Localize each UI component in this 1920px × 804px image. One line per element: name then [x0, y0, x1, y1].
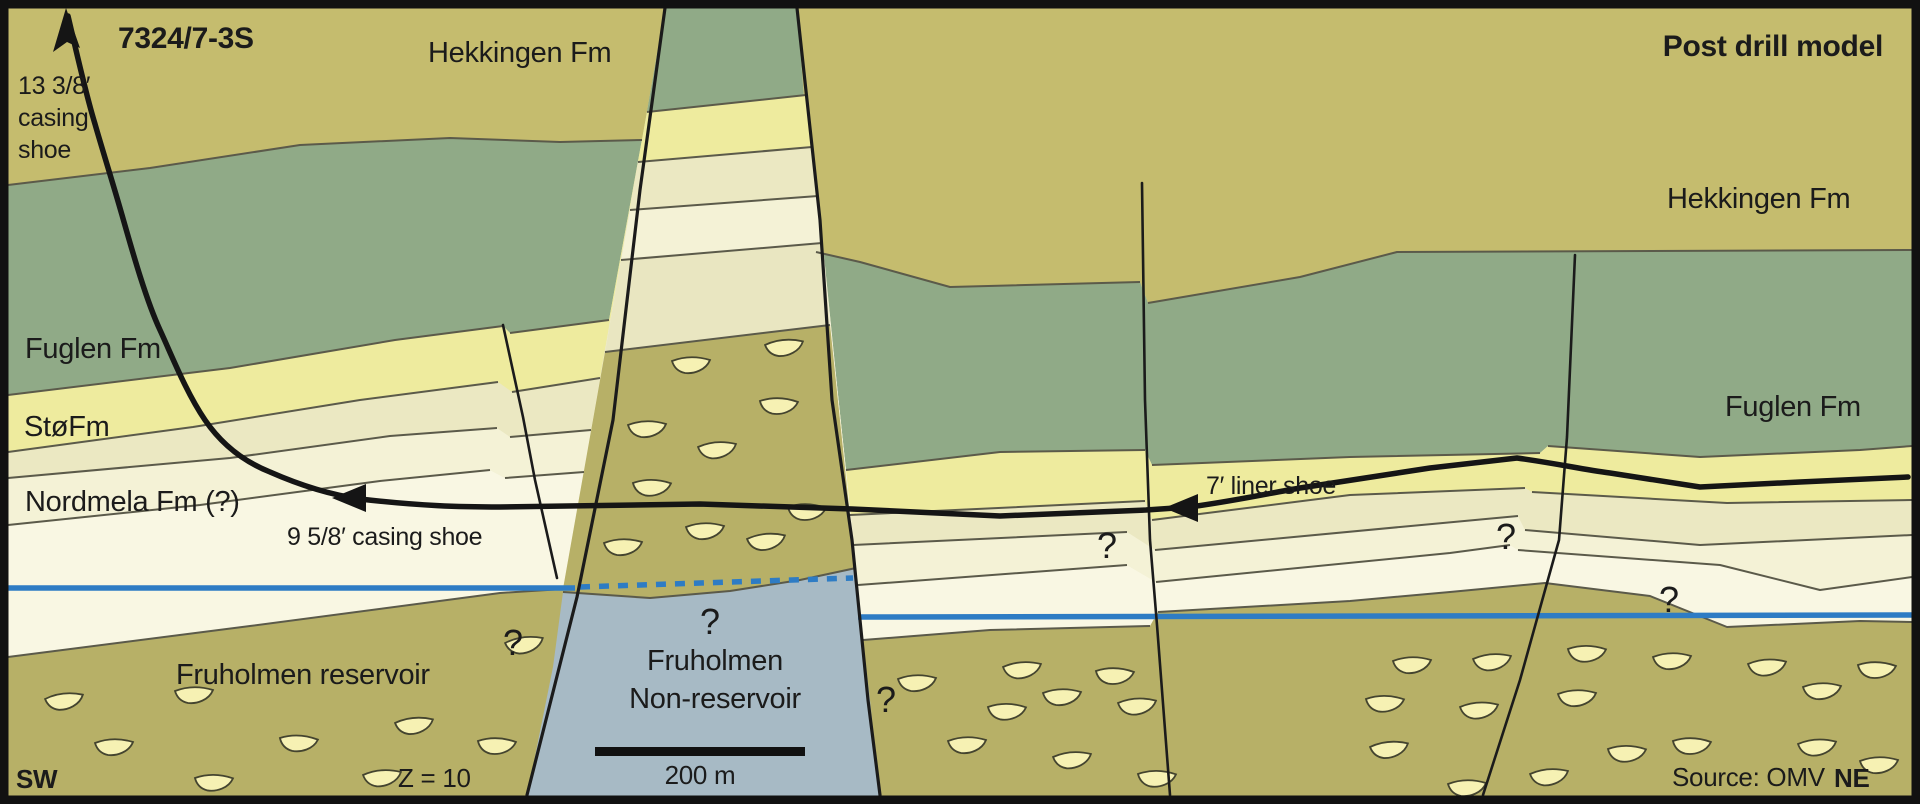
fault-minor-left	[501, 323, 559, 580]
layer-fuglen	[8, 8, 1912, 470]
casing-13-label-line2: casing	[18, 104, 88, 132]
boundary-nonreservoir-top	[562, 567, 857, 599]
fruholmen-reservoir-label: Fruholmen reservoir	[176, 659, 430, 691]
fruholmen-nonreservoir-label-line1: Fruholmen	[647, 645, 783, 677]
well-name-label: 7324/7-3S	[118, 22, 254, 55]
question-mark-3: ?	[876, 679, 896, 720]
boundary-band2-band3	[7, 242, 1913, 591]
layer-sto	[8, 95, 1912, 520]
layer-fruholmen-nonreservoir	[527, 568, 880, 796]
fruholmen-nonreservoir-label-line2: Non-reservoir	[629, 683, 801, 715]
layer-nordmela-band3	[8, 243, 1912, 657]
fault-far-right	[1481, 253, 1577, 797]
orientation-ne-label: NE	[1834, 763, 1870, 793]
layer-horst-band3	[605, 243, 830, 352]
orientation-sw-label: SW	[16, 764, 58, 794]
casing-13-label-line1: 13 3/8′	[18, 72, 91, 100]
well-trajectory	[65, 13, 1911, 519]
figure-title: Post drill model	[1663, 30, 1883, 63]
boundary-fruholmen-top	[7, 324, 1913, 658]
fluid-contact-dashed	[579, 575, 854, 590]
question-mark-1: ?	[503, 622, 523, 663]
question-mark-4: ?	[1097, 525, 1117, 566]
formation-label-fuglen-right: Fuglen Fm	[1725, 391, 1861, 423]
fault-graben-right	[795, 6, 882, 797]
casing-958-label: 9 5/8′ casing shoe	[287, 523, 482, 551]
question-mark-6: ?	[1659, 579, 1679, 620]
formation-label-fuglen-left: Fuglen Fm	[25, 333, 161, 365]
fault-middle-right	[1140, 181, 1172, 797]
formation-label-hekkingen-top: Hekkingen Fm	[428, 37, 611, 69]
formation-label-sto: StøFm	[24, 411, 110, 443]
boundary-fuglen-sto	[7, 94, 1913, 471]
scale-bar-label: 200 m	[665, 760, 736, 790]
scale-bar	[595, 747, 805, 756]
casing-shoe-arrow-icon	[332, 484, 366, 512]
formation-label-hekkingen-right: Hekkingen Fm	[1667, 183, 1850, 215]
layer-fruholmen	[8, 325, 1912, 796]
casing-13-label-line3: shoe	[18, 136, 71, 164]
liner-7-label: 7′ liner shoe	[1206, 472, 1336, 500]
z-exaggeration-label: Z = 10	[398, 763, 471, 793]
liner-shoe-arrow-icon	[1164, 494, 1198, 522]
boundary-hekkingen-fuglen	[7, 137, 1913, 304]
fault-graben-left	[525, 6, 667, 797]
boundary-sto-nordmela	[7, 146, 1913, 521]
well-arrow-up-icon	[53, 8, 80, 52]
layer-nordmela-band2	[8, 196, 1912, 590]
question-mark-5: ?	[1496, 516, 1516, 557]
source-label: Source: OMV	[1672, 762, 1826, 792]
fluid-contact-right	[857, 612, 1913, 620]
boundary-band1-band2	[7, 195, 1913, 551]
question-mark-2: ?	[700, 601, 720, 642]
layer-hekkingen	[8, 8, 1912, 303]
layer-nordmela-band1	[8, 147, 1912, 550]
formation-label-nordmela: Nordmela Fm (?)	[25, 486, 240, 518]
